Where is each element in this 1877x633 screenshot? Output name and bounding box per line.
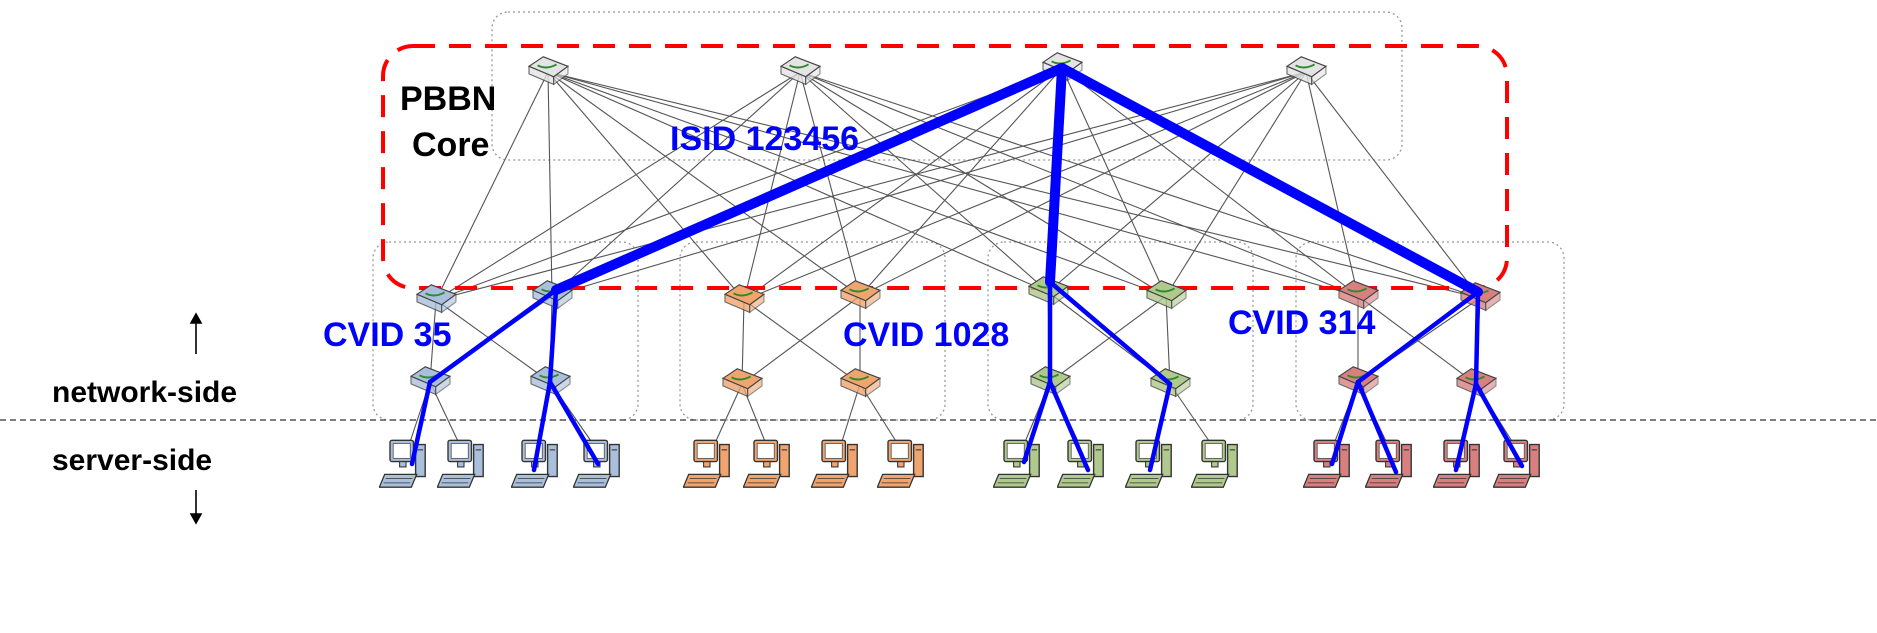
cvid-path (1355, 379, 1399, 475)
core-link (1061, 67, 1359, 297)
cvid-path (409, 379, 433, 467)
cvid-path (1473, 289, 1481, 387)
core-link (1061, 67, 1167, 297)
core-link (547, 71, 553, 297)
core-link (859, 71, 1307, 297)
server-icon (1191, 439, 1238, 488)
core-link (799, 71, 1359, 297)
core-link (799, 71, 1049, 293)
agg-link (1049, 295, 1167, 383)
cvid-path (547, 287, 559, 385)
core-link (1047, 71, 1307, 293)
server-icon (877, 439, 924, 488)
server-icon (1493, 439, 1540, 488)
server-icon (437, 439, 484, 488)
isid-label: ISID 123456 (670, 120, 859, 158)
isid-path (551, 63, 1067, 295)
server-icon (743, 439, 790, 488)
core-link (435, 67, 1063, 301)
server-icon (811, 439, 858, 488)
isid-path (1045, 63, 1067, 287)
cvid-path (1329, 379, 1361, 467)
agg-link (435, 299, 551, 383)
switch-icon (528, 55, 569, 86)
cvid-path (427, 287, 559, 385)
cvid-label-blue: CVID 35 (323, 316, 452, 354)
cvid-label-green: CVID 1028 (843, 316, 1009, 354)
agg-link (1165, 295, 1171, 385)
core-link (435, 71, 1307, 301)
server-icon (683, 439, 730, 488)
cvid-path (1047, 379, 1091, 473)
red-group-boundary (1295, 241, 1565, 421)
switch-icon (840, 279, 881, 310)
core-link (1305, 71, 1359, 297)
switch-icon (1146, 279, 1187, 310)
cvid-path (547, 379, 601, 467)
core-link (1165, 71, 1307, 297)
switch-icon (1286, 55, 1327, 86)
core-link (743, 71, 1307, 301)
core-label-line2: Core (412, 126, 489, 164)
server-layer (379, 439, 1540, 488)
core-label-line1: PBBN (400, 80, 496, 118)
core-link (551, 71, 801, 297)
server-side-label: server-side (52, 444, 212, 477)
agg-link (743, 299, 861, 385)
core-link (547, 71, 861, 297)
agg-link (429, 299, 437, 383)
cvid-path (1147, 381, 1173, 473)
server-icon (1365, 439, 1412, 488)
cvid-path (1021, 379, 1053, 465)
core-link (547, 71, 745, 301)
agg-link (741, 299, 745, 385)
core-group-boundary (491, 11, 1403, 161)
service-paths (409, 63, 1525, 475)
core-link (547, 71, 1481, 299)
core-link (799, 71, 1481, 299)
core-link (799, 71, 1167, 297)
core-link (859, 67, 1063, 297)
cvid-path (1473, 381, 1525, 469)
isid-path (1057, 63, 1483, 297)
server-icon (1125, 439, 1172, 488)
core-link (435, 71, 801, 301)
agg-link (741, 295, 861, 385)
cvid-label-red: CVID 314 (1228, 304, 1375, 342)
core-link (435, 71, 549, 301)
server-icon (1303, 439, 1350, 488)
core-link (547, 71, 1359, 297)
network-side-label: network-side (52, 376, 237, 409)
core-link (551, 71, 1307, 297)
core-link (743, 71, 801, 301)
core-link (743, 67, 1063, 301)
switch-icon (840, 367, 881, 398)
pbbn-core-boundary (381, 44, 1509, 290)
core-link (547, 71, 1167, 297)
down-arrow-icon (189, 490, 203, 525)
up-arrow-icon (189, 312, 203, 354)
core-link (1305, 71, 1481, 299)
cvid-path (1047, 279, 1173, 387)
server-icon (379, 439, 426, 488)
server-icon (993, 439, 1040, 488)
cvid-path (1355, 289, 1481, 385)
core-link (799, 71, 861, 297)
cvid-path (1453, 381, 1479, 473)
cvid-path (531, 379, 553, 473)
